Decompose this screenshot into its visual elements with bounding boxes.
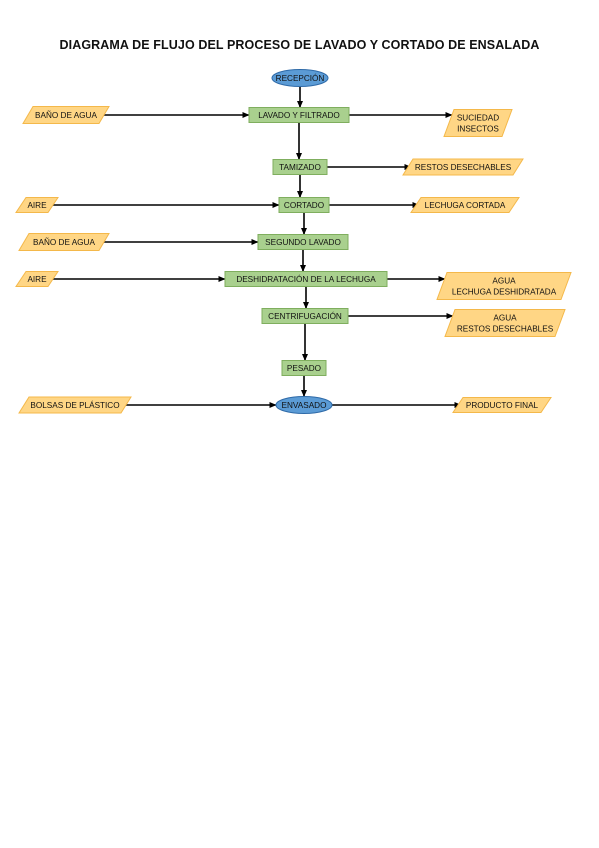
node-envasado: ENVASADO (275, 396, 333, 414)
node-pesado: PESADO (281, 360, 327, 376)
io-parallelogram (452, 397, 552, 413)
node-label: INSECTOS (457, 125, 499, 134)
node-label: TAMIZADO (279, 163, 321, 172)
io-parallelogram (15, 197, 59, 213)
node-label: CORTADO (284, 201, 324, 210)
process-box (248, 107, 350, 123)
node-label: AIRE (27, 275, 47, 284)
terminal-shape (271, 69, 329, 87)
process-box (278, 197, 330, 213)
node-label: BAÑO DE AGUA (33, 237, 95, 247)
node-label: SUCIEDAD (457, 114, 499, 123)
node-out-suciedad: SUCIEDAD INSECTOS (443, 109, 513, 137)
node-in-bano-1: BAÑO DE AGUA (22, 106, 110, 124)
node-label: PESADO (287, 364, 321, 373)
node-label: CENTRIFUGACIÓN (268, 311, 342, 321)
node-label: SEGUNDO LAVADO (265, 238, 341, 247)
io-parallelogram (444, 309, 566, 337)
io-parallelogram (22, 106, 110, 124)
node-label: LAVADO Y FILTRADO (258, 111, 340, 120)
node-label: BAÑO DE AGUA (35, 110, 97, 120)
io-parallelogram (443, 109, 513, 137)
node-lavado: LAVADO Y FILTRADO (248, 107, 350, 123)
node-tamizado: TAMIZADO (272, 159, 328, 175)
node-label: ENVASADO (282, 401, 327, 410)
io-parallelogram (410, 197, 520, 213)
node-in-aire-2: AIRE (15, 271, 59, 287)
io-parallelogram (15, 271, 59, 287)
node-label: PRODUCTO FINAL (466, 401, 539, 410)
node-in-bolsas: BOLSAS DE PLÁSTICO (18, 396, 132, 414)
process-box (257, 234, 349, 250)
page-title: DIAGRAMA DE FLUJO DEL PROCESO DE LAVADO … (59, 38, 540, 52)
node-label: RESTOS DESECHABLES (457, 325, 554, 334)
node-segundo-lavado: SEGUNDO LAVADO (257, 234, 349, 250)
node-label: BOLSAS DE PLÁSTICO (30, 400, 119, 410)
node-label: RECEPCIÓN (276, 73, 325, 83)
node-out-producto: PRODUCTO FINAL (452, 397, 552, 413)
io-parallelogram (18, 233, 110, 251)
process-box (281, 360, 327, 376)
node-label: LECHUGA DESHIDRATADA (452, 288, 557, 297)
io-parallelogram (436, 272, 572, 300)
node-label: LECHUGA CORTADA (425, 201, 506, 210)
node-in-bano-2: BAÑO DE AGUA (18, 233, 110, 251)
node-out-agua-restos: AGUA RESTOS DESECHABLES (444, 309, 566, 337)
node-out-lechuga-cortada: LECHUGA CORTADA (410, 197, 520, 213)
node-in-aire-1: AIRE (15, 197, 59, 213)
io-parallelogram (18, 396, 132, 414)
node-out-restos-1: RESTOS DESECHABLES (402, 158, 524, 176)
node-label: DESHIDRATACIÓN DE LA LECHUGA (236, 274, 376, 284)
io-parallelogram (402, 158, 524, 176)
node-label: RESTOS DESECHABLES (415, 163, 512, 172)
node-label: AGUA (492, 277, 516, 286)
node-recepcion: RECEPCIÓN (271, 69, 329, 87)
process-box (272, 159, 328, 175)
process-box (261, 308, 349, 324)
node-out-agua-lechuga: AGUA LECHUGA DESHIDRATADA (436, 272, 572, 300)
process-box (224, 271, 388, 287)
node-label: AGUA (493, 314, 517, 323)
terminal-shape (275, 396, 333, 414)
node-cortado: CORTADO (278, 197, 330, 213)
node-deshidratacion: DESHIDRATACIÓN DE LA LECHUGA (224, 271, 388, 287)
node-centrifugacion: CENTRIFUGACIÓN (261, 308, 349, 324)
node-label: AIRE (27, 201, 47, 210)
